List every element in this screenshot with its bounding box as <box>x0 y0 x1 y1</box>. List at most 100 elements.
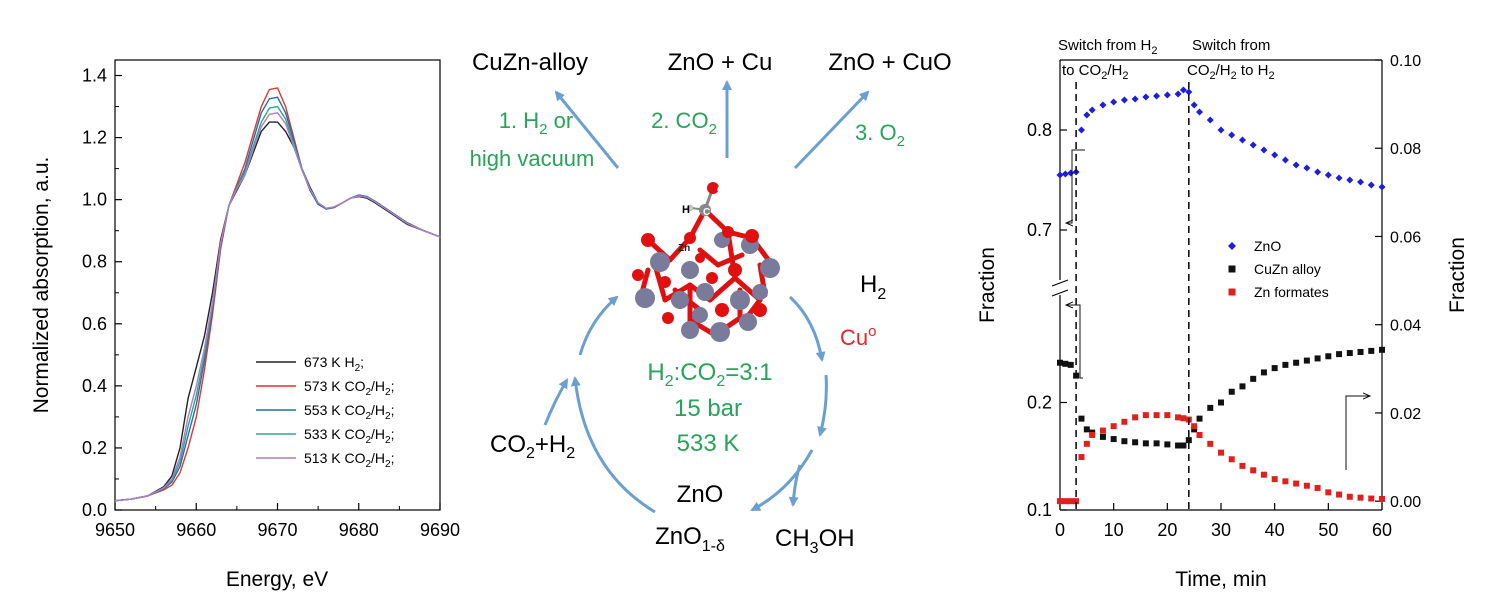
fraction-point <box>1250 467 1257 474</box>
cycle-arrow-right-top <box>788 295 826 362</box>
cluster-atoms <box>632 182 780 342</box>
fraction-legend-marker-0 <box>1228 242 1236 250</box>
fraction-point <box>1099 427 1106 434</box>
fraction-x-tick-label: 10 <box>1104 520 1124 540</box>
fraction-point <box>1088 106 1096 114</box>
fraction-point <box>1089 432 1096 438</box>
xanes-legend-label-2: 553 K CO2/H2; <box>304 402 395 422</box>
fraction-point <box>1196 432 1203 438</box>
fraction-point <box>1196 415 1203 422</box>
fraction-point <box>1368 495 1375 502</box>
fraction-point <box>1379 346 1385 353</box>
fraction-point <box>1206 116 1214 124</box>
h2-label: H2 <box>860 271 886 303</box>
fraction-point <box>1056 171 1064 179</box>
fraction-point <box>1132 439 1139 446</box>
fraction-point <box>1057 359 1063 366</box>
fraction-point <box>1292 161 1300 169</box>
pointer-formates-to-right-axis <box>1345 396 1370 470</box>
condition-step2: 2. CO2 <box>651 108 717 138</box>
fraction-point <box>1179 86 1187 94</box>
xanes-legend-label-1: 573 K CO2/H2; <box>304 378 395 398</box>
fraction-point <box>1249 141 1257 149</box>
fraction-point <box>1336 351 1343 358</box>
axis-break-mark-bottom <box>1051 289 1069 297</box>
fraction-point <box>1335 174 1343 182</box>
fraction-point <box>1078 415 1085 422</box>
fraction-legend-label-2: Zn formates <box>1254 284 1329 300</box>
xanes-legend-label-3: 533 K CO2/H2; <box>304 426 395 446</box>
atom-label-zn: Zn <box>678 243 690 254</box>
fraction-x-tick-label: 40 <box>1265 520 1285 540</box>
fraction-point <box>1293 359 1300 366</box>
atom-label-o-top: O <box>717 185 725 196</box>
fraction-point <box>1153 92 1161 100</box>
fraction-point <box>1099 101 1107 109</box>
fraction-left-upper-tick-label: 0.8 <box>1027 120 1052 140</box>
zno-reduced-label: ZnO1-δ <box>655 523 725 555</box>
fraction-point <box>1121 438 1128 445</box>
fraction-point <box>1142 440 1149 447</box>
fraction-point <box>1314 168 1322 176</box>
cycle-arrow-to-methanol <box>788 464 802 507</box>
fraction-point <box>1175 442 1182 449</box>
xanes-y-tick-label: 1.2 <box>82 128 107 148</box>
fraction-point <box>1325 489 1332 496</box>
fraction-point <box>1142 93 1150 101</box>
fraction-point <box>1282 361 1289 368</box>
fraction-point <box>1228 131 1236 139</box>
condition-step3: 3. O2 <box>855 120 905 150</box>
pointer-zno-to-left-axis <box>1066 149 1085 223</box>
axis-break-mark-top <box>1051 279 1069 287</box>
cycle-arrow-left-top <box>578 295 619 356</box>
fraction-point <box>1303 482 1310 489</box>
fraction-point <box>1282 478 1289 485</box>
fraction-point <box>1218 399 1224 406</box>
fraction-point <box>1368 347 1375 354</box>
fraction-point <box>1314 484 1321 491</box>
fraction-right-tick-label: 0.08 <box>1390 141 1421 158</box>
fraction-left-lower-tick-label: 0.1 <box>1027 500 1052 520</box>
xanes-x-tick-label: 9660 <box>176 520 216 540</box>
fraction-point <box>1357 178 1365 186</box>
fraction-point <box>1077 126 1085 134</box>
fraction-point <box>1379 495 1385 502</box>
fraction-point <box>1120 96 1128 104</box>
fraction-point <box>1239 383 1246 390</box>
xanes-y-tick-label: 0.6 <box>82 314 107 334</box>
fraction-point <box>1190 101 1198 109</box>
annotation-switch-1: Switch from H2 to CO2/H2 <box>1058 37 1162 82</box>
fraction-point <box>1324 171 1332 179</box>
fraction-legend-label-1: CuZn alloy <box>1254 261 1321 277</box>
xanes-y-tick-label: 0.4 <box>82 376 107 396</box>
xanes-y-axis-label: Normalized absorption, a.u. <box>30 157 53 414</box>
product-zno-cu: ZnO + Cu <box>668 49 773 76</box>
fraction-point <box>1207 440 1214 447</box>
fraction-point <box>1185 437 1192 444</box>
arrow-to-zno-cuo <box>793 90 870 170</box>
fraction-point <box>1164 441 1171 448</box>
xanes-plot-frame <box>114 59 441 511</box>
fraction-point <box>1346 350 1353 357</box>
xanes-legend-label-0: 673 K H2; <box>304 354 364 374</box>
cycle-arrow-to-zno <box>750 449 814 512</box>
fraction-point <box>1110 98 1118 106</box>
xanes-x-tick-label: 9670 <box>257 520 297 540</box>
fraction-point <box>1207 404 1214 411</box>
fraction-point <box>1191 426 1198 433</box>
xanes-y-tick-label: 0.0 <box>82 500 107 520</box>
fraction-point <box>1121 418 1128 425</box>
xanes-y-tick-label: 1.0 <box>82 190 107 210</box>
fraction-left-upper-tick-label: 0.7 <box>1027 220 1052 240</box>
fraction-x-tick-label: 60 <box>1372 520 1392 540</box>
fraction-left-y-label: Fraction <box>976 247 999 323</box>
arrow-to-cuzn <box>554 90 620 169</box>
fraction-point <box>1271 151 1279 159</box>
fraction-legend-marker-2 <box>1228 288 1236 296</box>
xanes-legend-label-4: 513 K CO2/H2; <box>304 450 395 470</box>
fraction-point <box>1067 361 1074 368</box>
xanes-x-tick-label: 9690 <box>420 520 460 540</box>
atom-label-c: C <box>703 207 710 218</box>
